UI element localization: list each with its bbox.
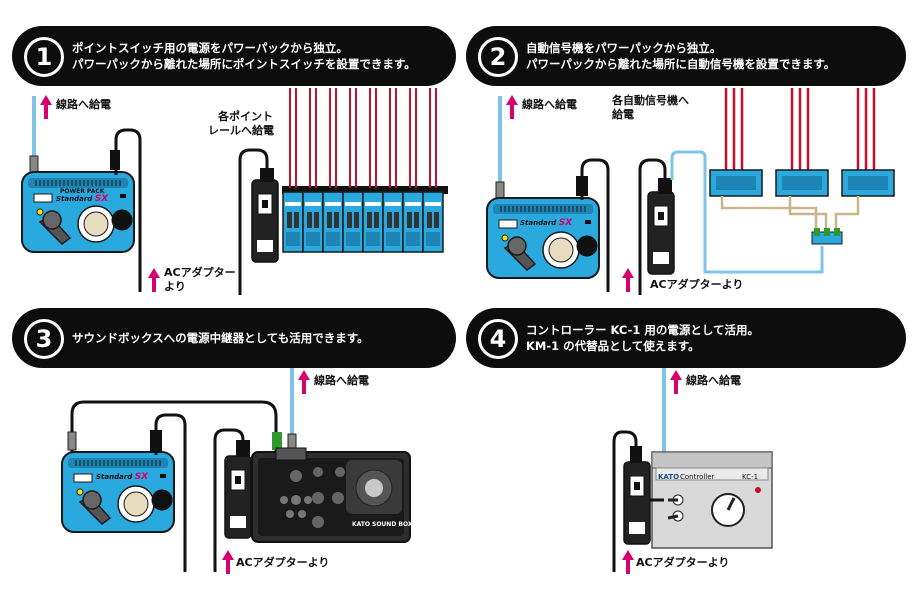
powerpack-1-std: Standard SX [56,192,108,206]
panel-4-header: 4 コントローラー KC-1 用の電源として活用。 KM-1 の代替品として使え… [466,308,906,368]
controller-model: KC-1 [742,470,758,484]
powerpack-sx: SX [94,194,109,204]
panel-1-ac-adapter: ACアダプター [164,266,236,279]
panel-2-drawing [486,88,895,295]
soundbox-label: SOUND BOX [372,518,412,532]
panel-2-signals-line2: 給電 [612,108,634,121]
panel-1-track-feed: 線路へ給電 [56,98,111,111]
powerpack-std: Standard [96,473,133,481]
panel-2-caption-line2: パワーパックから離れた場所に自動信号機を設置できます。 [526,57,836,71]
panel-4-drawing [612,368,773,574]
panel-1-drawing [21,88,448,295]
panel-2-track-feed: 線路へ給電 [522,98,577,111]
controller-brand: KATO [658,470,679,484]
powerpack-name: POWER PACK [60,188,105,195]
panel-4-track-feed: 線路へ給電 [686,374,741,387]
panel-1-caption-line2: パワーパックから離れた場所にポイントスイッチを設置できます。 [72,57,416,71]
panel-2-signals-line1: 各自動信号機へ [612,94,689,107]
panel-4-caption-line2: KM-1 の代替品として使えます。 [526,339,700,353]
powerpack-2-std: Standard SX [520,216,572,230]
panel-3-caption-line1: サウンドボックスへの電源中継器としても活用できます。 [72,331,369,345]
panel-1-header: 1 ポイントスイッチ用の電源をパワーパックから独立。 パワーパックから離れた場所… [12,26,456,86]
powerpack-1-label: POWER PACK [60,185,104,199]
panel-1-caption-line1: ポイントスイッチ用の電源をパワーパックから独立。 [72,41,348,55]
powerpack-std: Standard [520,219,557,227]
panel-2-ac-adapter: ACアダプターより [650,278,744,291]
panel-1-point-rails-line2: レールへ給電 [208,124,274,137]
panel-1-point-rails-line1: 各ポイント [218,110,273,123]
panel-3-number: 3 [24,319,64,359]
soundbox-brand-text: KATO [352,521,371,528]
controller-name-text: Controller [680,473,715,481]
powerpack-sx: SX [134,472,149,482]
panel-1-number: 1 [24,37,64,77]
powerpack-sx: SX [558,218,573,228]
panel-4-number: 4 [478,319,518,359]
soundbox-name: SOUND BOX [372,521,413,528]
panel-2-number: 2 [478,37,518,77]
controller-model-text: KC-1 [742,473,759,481]
panel-4-caption-line1: コントローラー KC-1 用の電源として活用。 [526,323,760,337]
panel-3-drawing [61,368,411,572]
controller-name: Controller [680,470,714,484]
panel-3-header: 3 サウンドボックスへの電源中継器としても活用できます。 [12,308,456,368]
soundbox-brand: KATO [352,518,370,532]
panel-1-ac-adapter-yori: より [164,280,186,293]
panel-2-header: 2 自動信号機をパワーパックから独立。 パワーパックから離れた場所に自動信号機を… [466,26,906,86]
panel-4-ac-adapter: ACアダプターより [636,556,730,569]
panel-3-ac-adapter: ACアダプターより [236,556,330,569]
panel-3-track-feed: 線路へ給電 [314,374,369,387]
panel-2-caption-line1: 自動信号機をパワーパックから独立。 [526,41,722,55]
controller-brand-text: KATO [658,473,680,481]
powerpack-std: Standard [56,195,93,203]
powerpack-3-std: Standard SX [96,470,148,484]
